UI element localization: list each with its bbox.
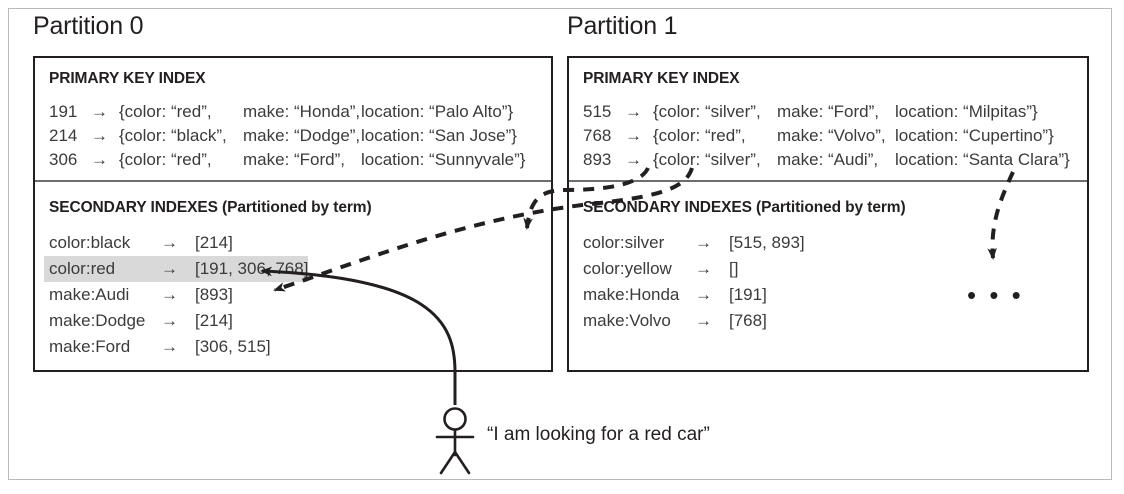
pk-id: 306 [49,150,78,169]
si-postings: [768] [729,311,767,330]
arrow-glyph: → [625,102,642,121]
table-row: 768 → {color: “red”, make: “Volvo”, loca… [583,124,1070,148]
partition-0-primary-heading: PRIMARY KEY INDEX [49,70,206,87]
pk-make: make: “Audi”, [777,150,879,169]
si-postings: [214] [195,311,233,330]
si-term: make:Audi [49,285,130,304]
list-item: make:Honda → [191] [578,282,805,308]
si-postings: [191] [729,285,767,304]
arrow-glyph: → [695,311,712,330]
si-term: color:red [49,259,116,278]
partition-0-divider [35,180,551,182]
arrow-glyph: → [91,150,108,169]
table-row: 191 → {color: “red”, make: “Honda”, loca… [49,100,525,124]
pk-color: {color: “red”, [119,102,212,121]
si-term: color:black [49,233,131,252]
list-item: make:Ford → [306, 515] [44,334,308,360]
pk-location: location: “Milpitas”} [895,102,1038,121]
arrow-glyph: → [161,285,178,304]
partition-1-box: PRIMARY KEY INDEX 515 → {color: “silver”… [567,56,1089,372]
si-postings: [893] [195,285,233,304]
list-item: make:Volvo → [768] [578,308,805,334]
si-postings: [515, 893] [729,233,805,252]
pk-id: 515 [583,102,612,121]
pk-id: 191 [49,102,78,121]
arrow-glyph: → [625,150,642,169]
list-item: color:black → [214] [44,230,308,256]
pk-location: location: “San Jose”} [361,126,517,145]
pk-make: make: “Dodge”, [243,126,361,145]
arrow-glyph: → [91,102,108,121]
pk-make: make: “Honda”, [243,102,361,121]
list-item: make:Audi → [893] [44,282,308,308]
table-row: 515 → {color: “silver”, make: “Ford”, lo… [583,100,1070,124]
list-item: color:silver → [515, 893] [578,230,805,256]
partition-1-secondary-heading: SECONDARY INDEXES (Partitioned by term) [583,199,906,216]
pk-id: 768 [583,126,612,145]
si-postings: [] [729,259,739,278]
more-terms-ellipsis: • • • [967,280,1024,310]
partition-1-title: Partition 1 [567,12,678,40]
figure-frame [8,8,1112,480]
si-term: color:silver [583,233,665,252]
partition-1-secondary-rows: color:silver → [515, 893] color:yellow →… [578,230,805,334]
pk-location: location: “Sunnyvale”} [361,150,526,169]
table-row: 893 → {color: “silver”, make: “Audi”, lo… [583,148,1070,172]
arrow-glyph: → [625,126,642,145]
pk-location: location: “Palo Alto”} [361,102,514,121]
pk-color: {color: “red”, [653,126,746,145]
partition-0-primary-rows: 191 → {color: “red”, make: “Honda”, loca… [49,100,525,172]
arrow-glyph: → [91,126,108,145]
pk-id: 214 [49,126,78,145]
table-row: 306 → {color: “red”, make: “Ford”, locat… [49,148,525,172]
pk-location: location: “Cupertino”} [895,126,1054,145]
user-quote: “I am looking for a red car” [487,424,710,445]
si-term: make:Dodge [49,311,146,330]
arrow-glyph: → [161,259,178,278]
pk-color: {color: “black”, [119,126,227,145]
arrow-glyph: → [161,311,178,330]
list-item: make:Dodge → [214] [44,308,308,334]
si-postings: [191, 306, 768] [195,259,309,278]
partition-1-primary-heading: PRIMARY KEY INDEX [583,70,740,87]
pk-color: {color: “silver”, [653,150,761,169]
pk-make: make: “Volvo”, [777,126,886,145]
si-term: make:Honda [583,285,680,304]
si-term: color:yellow [583,259,672,278]
pk-location: location: “Santa Clara”} [895,150,1070,169]
arrow-glyph: → [161,233,178,252]
partition-0-secondary-heading: SECONDARY INDEXES (Partitioned by term) [49,199,372,216]
pk-make: make: “Ford”, [777,102,880,121]
partition-0-title: Partition 0 [33,12,144,40]
partition-1-divider [569,180,1087,182]
partition-0-box: PRIMARY KEY INDEX 191 → {color: “red”, m… [33,56,553,372]
si-term: make:Ford [49,337,131,356]
arrow-glyph: → [161,337,178,356]
si-postings: [214] [195,233,233,252]
arrow-glyph: → [695,285,712,304]
si-term: make:Volvo [583,311,671,330]
si-postings: [306, 515] [195,337,271,356]
arrow-glyph: → [695,259,712,278]
pk-color: {color: “red”, [119,150,212,169]
partition-0-secondary-rows: color:black → [214] color:red → [191, 30… [44,230,309,360]
partition-1-primary-rows: 515 → {color: “silver”, make: “Ford”, lo… [583,100,1070,172]
pk-make: make: “Ford”, [243,150,346,169]
table-row: 214 → {color: “black”, make: “Dodge”, lo… [49,124,525,148]
arrow-glyph: → [695,233,712,252]
list-item: color:yellow → [] [578,256,805,282]
list-item-highlighted: color:red → [191, 306, 768] [44,256,309,282]
pk-id: 893 [583,150,612,169]
pk-color: {color: “silver”, [653,102,761,121]
